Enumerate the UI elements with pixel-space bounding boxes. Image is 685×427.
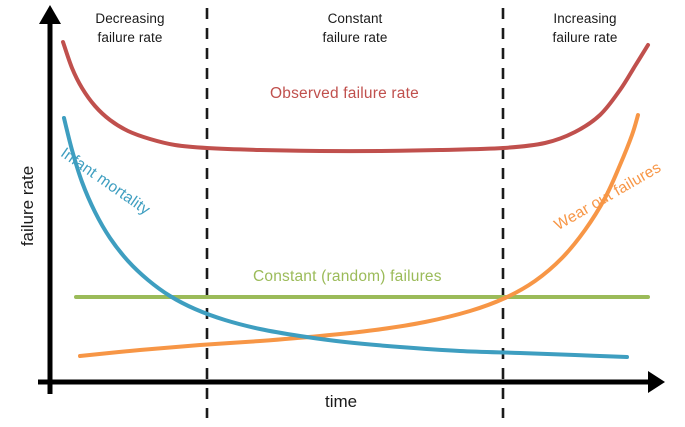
axes-group [38, 5, 665, 394]
zone-label-constant: Constant failure rate [322, 11, 388, 45]
y-axis-arrowhead [39, 5, 61, 24]
curve-wear-out-failures [78, 113, 640, 358]
zone-label-increasing: Increasing failure rate [552, 11, 618, 45]
label-constant-random-failures: Constant (random) failures [253, 268, 442, 285]
y-axis-label: failure rate [18, 165, 37, 247]
zone-dividers [205, 8, 505, 418]
curve-observed-failure-rate [61, 40, 650, 154]
x-axis-label: time [325, 392, 358, 411]
x-axis-arrowhead [648, 371, 665, 393]
label-observed-failure-rate: Observed failure rate [270, 85, 419, 102]
curve-infant-mortality [62, 116, 629, 359]
zone-label-decreasing: Decreasing failure rate [95, 11, 165, 45]
curves-group [61, 40, 650, 359]
